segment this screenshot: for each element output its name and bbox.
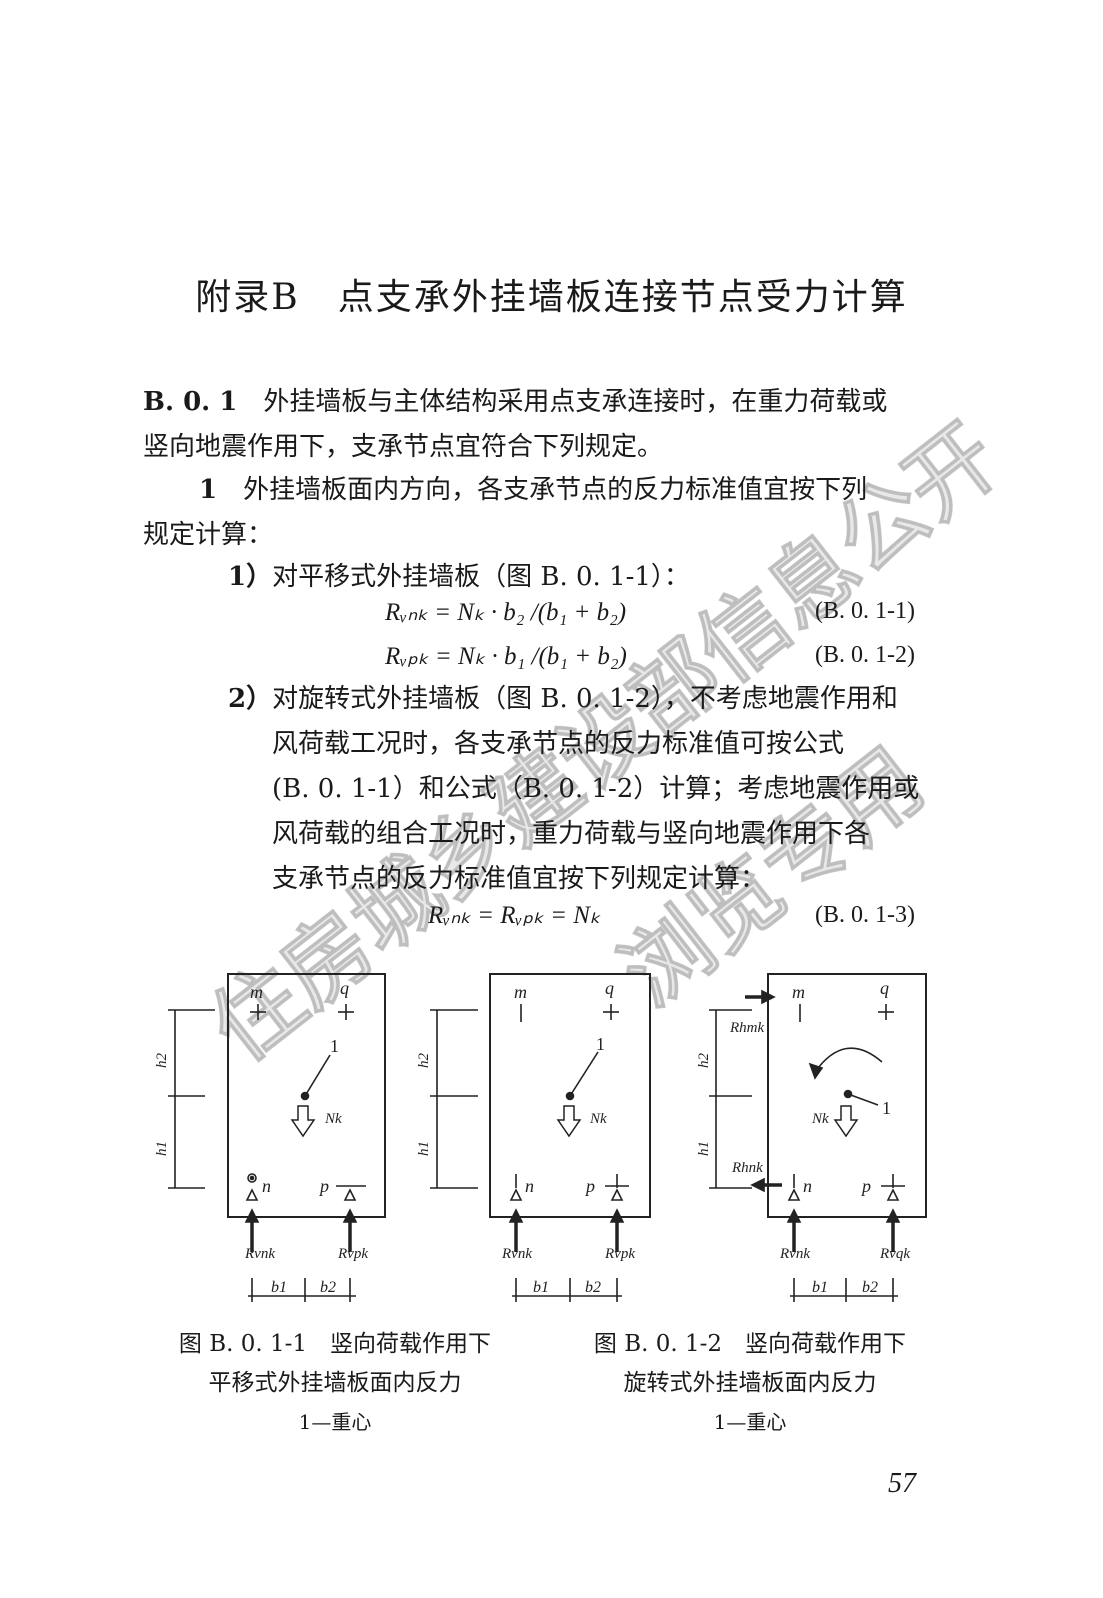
sub2-line-4: 风荷载的组合工况时，重力荷载与竖向地震作用下各 xyxy=(272,819,871,849)
fig1-label-b2: b2 xyxy=(320,1279,336,1296)
equation-1: Rᵥₙₖ = Nₖ · b₂ /(b₁ + b₂) xyxy=(385,599,627,626)
figure-1-diagram xyxy=(168,973,386,1302)
item-1: 1 外挂墙板面内方向，各支承节点的反力标准值宜按下列 规定计算： xyxy=(143,468,953,558)
item1-number: 1 xyxy=(199,475,218,505)
fig2b-label-1: 1 xyxy=(882,1098,891,1118)
fig1-caption-line2: 平移式外挂墙板面内反力 xyxy=(208,1370,462,1396)
fig1-caption-line3: 1—重心 xyxy=(298,1410,372,1434)
fig1-label-m: m xyxy=(250,982,263,1002)
node-m-cross-icon xyxy=(250,1004,266,1020)
fig1-label-n: n xyxy=(262,1176,271,1196)
fig2b-label-rvnk: Rvnk xyxy=(779,1246,810,1262)
sub2-line-1: 对旋转式外挂墙板（图 B. 0. 1-2），不考虑地震作用和 xyxy=(272,684,898,714)
equation-2: Rᵥₚₖ = Nₖ · b₁ /(b₁ + b₂) xyxy=(385,643,627,670)
sub2-line-2: 风荷载工况时，各支承节点的反力标准值可按公式 xyxy=(272,729,845,759)
sub2-line-3: (B. 0. 1-1）和公式（B. 0. 1-2）计算；考虑地震作用或 xyxy=(272,774,920,804)
item1-text-line2: 规定计算： xyxy=(143,520,274,550)
fig1-caption-line1: 图 B. 0. 1-1 竖向荷载作用下 xyxy=(178,1331,492,1357)
fig2b-label-m: m xyxy=(792,982,805,1002)
fig1-label-b1: b1 xyxy=(271,1279,287,1296)
fig2b-label-rhnk: Rhnk xyxy=(731,1160,763,1176)
figures-svg: m q 1 Nk n p Rvnk Rvpk b1 b2 h2 h1 m q 1… xyxy=(154,973,927,1302)
fig2a-label-h1: h1 xyxy=(416,1141,432,1156)
fig2a-label-rvpk: Rvpk xyxy=(604,1246,635,1262)
equation-2-number: (B. 0. 1-2) xyxy=(815,642,915,668)
fig2a-label-h2: h2 xyxy=(416,1053,432,1069)
fig2a-label-b2: b2 xyxy=(585,1279,601,1296)
figure-2b-diagram xyxy=(709,973,927,1302)
fig2b-label-p: p xyxy=(860,1176,871,1196)
figure-2-caption: 图 B. 0. 1-2 竖向荷载作用下 旋转式外挂墙板面内反力 1—重心 xyxy=(565,1325,935,1442)
appendix-title: 附录B 点支承外挂墙板连接节点受力计算 xyxy=(195,277,908,318)
fig1-label-h2: h2 xyxy=(154,1053,170,1069)
sub1-number: 1） xyxy=(228,562,273,592)
sub2-line-5: 支承节点的反力标准值宜按下列规定计算： xyxy=(272,864,767,894)
fig1-label-rvpk: Rvpk xyxy=(337,1246,368,1262)
fig2b-label-q: q xyxy=(880,978,889,998)
fig2a-label-1: 1 xyxy=(596,1034,605,1054)
fig2b-label-h2: h2 xyxy=(696,1053,712,1069)
fig2-caption-line2: 旋转式外挂墙板面内反力 xyxy=(623,1370,877,1396)
fig2b-label-rvqk: Rvqk xyxy=(879,1246,910,1262)
fig2b-label-n: n xyxy=(803,1176,812,1196)
fig2a-label-q: q xyxy=(605,978,614,998)
fig1-label-1: 1 xyxy=(330,1036,339,1056)
fig2-caption-line1: 图 B. 0. 1-2 竖向荷载作用下 xyxy=(593,1331,907,1357)
fig2a-label-b1: b1 xyxy=(533,1279,549,1296)
fig1-label-p: p xyxy=(318,1176,329,1196)
fig2b-label-h1: h1 xyxy=(696,1141,712,1156)
figure-1-caption: 图 B. 0. 1-1 竖向荷载作用下 平移式外挂墙板面内反力 1—重心 xyxy=(150,1325,520,1442)
fig2b-label-rhmk: Rhmk xyxy=(729,1020,764,1036)
fig2b-label-b1: b1 xyxy=(812,1279,828,1296)
equation-3: Rᵥₙₖ = Rᵥₚₖ = Nₖ xyxy=(428,902,601,929)
clause-b-0-1: B. 0. 1 外挂墙板与主体结构采用点支承连接时，在重力荷载或 竖向地震作用下… xyxy=(143,380,953,470)
fig2a-label-m: m xyxy=(514,982,527,1002)
page-number: 57 xyxy=(888,1468,916,1499)
fig1-label-h1: h1 xyxy=(154,1141,170,1156)
fig2b-label-b2: b2 xyxy=(862,1279,878,1296)
sub-item-1: 1）对平移式外挂墙板（图 B. 0. 1-1）： xyxy=(228,555,690,600)
clause-number: B. 0. 1 xyxy=(143,387,238,417)
fig2a-label-rvnk: Rvnk xyxy=(501,1246,532,1262)
clause-text-line2: 竖向地震作用下，支承节点宜符合下列规定。 xyxy=(143,432,664,462)
node-q-cross-icon xyxy=(338,1004,354,1020)
fig2a-label-n: n xyxy=(525,1176,534,1196)
equation-3-number: (B. 0. 1-3) xyxy=(815,902,915,928)
sub1-text: 对平移式外挂墙板（图 B. 0. 1-1）： xyxy=(272,562,690,592)
fig2-caption-line3: 1—重心 xyxy=(713,1410,787,1434)
figure-2a-diagram xyxy=(430,973,651,1302)
fig1-label-q: q xyxy=(340,978,349,998)
sub-item-2: 2）对旋转式外挂墙板（图 B. 0. 1-2），不考虑地震作用和 风荷载工况时，… xyxy=(228,677,953,902)
fig2a-label-nk: Nk xyxy=(589,1111,607,1127)
clause-text-line1: 外挂墙板与主体结构采用点支承连接时，在重力荷载或 xyxy=(263,387,888,417)
sub2-number: 2） xyxy=(228,684,273,714)
fig1-label-nk: Nk xyxy=(324,1111,342,1127)
fig1-label-rvnk: Rvnk xyxy=(244,1246,275,1262)
fig2b-label-nk: Nk xyxy=(811,1111,829,1127)
equation-1-number: (B. 0. 1-1) xyxy=(815,598,915,624)
item1-text-line1: 外挂墙板面内方向，各支承节点的反力标准值宜按下列 xyxy=(243,475,868,505)
fig2a-label-p: p xyxy=(584,1176,595,1196)
